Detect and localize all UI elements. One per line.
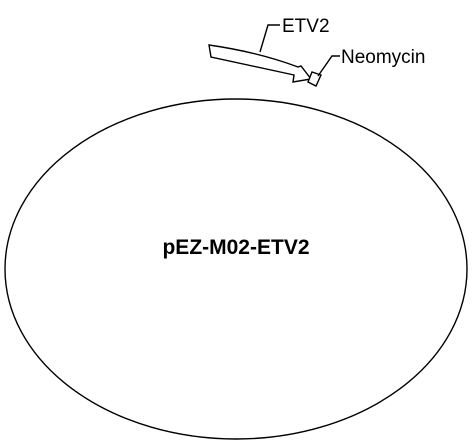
- neomycin-label: Neomycin: [341, 47, 425, 68]
- plasmid-backbone-circle: [4, 98, 468, 440]
- plasmid-name-label: pEZ-M02-ETV2: [162, 236, 309, 259]
- etv2-feature-arrow: [208, 44, 313, 83]
- etv2-label: ETV2: [282, 16, 330, 37]
- neomycin-leader-line: [317, 55, 340, 77]
- etv2-leader-line: [259, 24, 280, 53]
